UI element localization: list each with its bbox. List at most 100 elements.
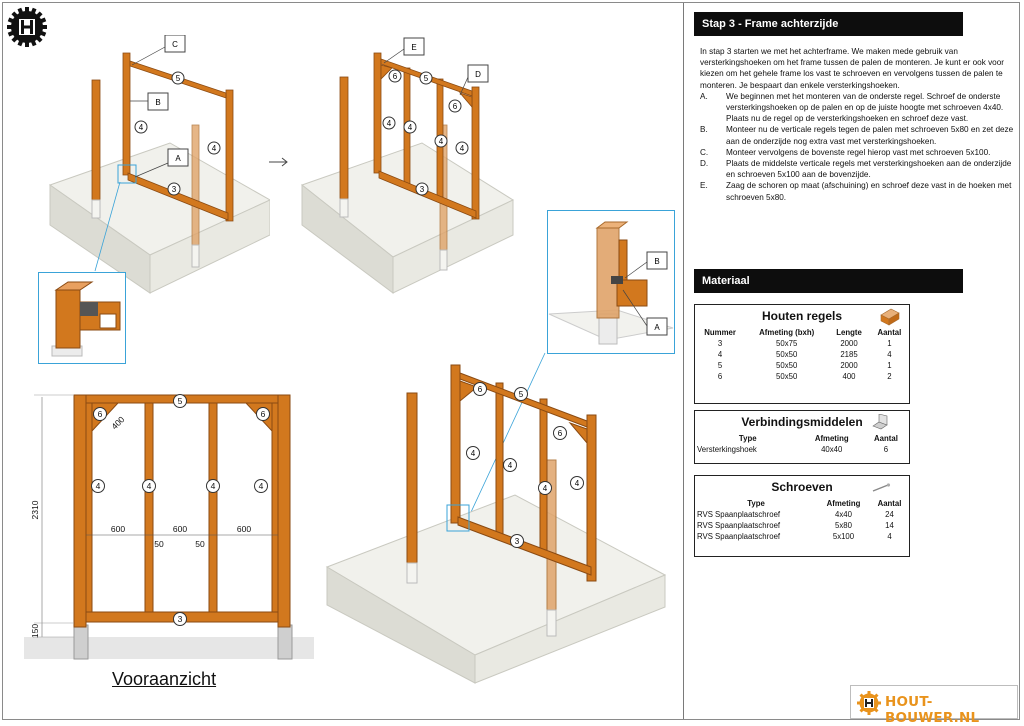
svg-text:4: 4 (460, 144, 465, 153)
part-4: 4 (142, 479, 156, 493)
part-3: 3 (510, 534, 524, 548)
part-4: 4 (538, 481, 552, 495)
label-d: D (459, 64, 489, 96)
part-4: 4 (382, 116, 396, 130)
dim-brace: 400 (109, 414, 126, 431)
svg-text:4: 4 (543, 484, 548, 493)
detail-bracket-a-illustration (38, 272, 126, 364)
svg-text:4: 4 (439, 137, 444, 146)
svg-text:B: B (654, 257, 659, 266)
part-4: 4 (206, 479, 220, 493)
svg-text:6: 6 (393, 72, 398, 81)
label-e: E (383, 37, 425, 64)
intro-text: In stap 3 starten we met het achterframe… (700, 47, 1005, 90)
svg-text:3: 3 (515, 537, 520, 546)
brand-name: HOUT-BOUWER.NL (885, 694, 980, 726)
part-5: 5 (419, 71, 433, 85)
dim-gap: 50 (195, 539, 205, 549)
logo-gear-icon (7, 7, 47, 47)
svg-text:6: 6 (261, 409, 266, 419)
part-4: 4 (403, 120, 417, 134)
assembly-step-1-illustration: C B A 5 4 4 3 (48, 35, 270, 294)
part-4: 4 (254, 479, 268, 493)
assembly-complete-illustration: 6 5 6 4 4 4 4 3 (325, 352, 667, 684)
dim-base: 150 (30, 624, 40, 638)
svg-text:A: A (654, 323, 660, 332)
brand-logo: HOUT-BOUWER.NL (850, 685, 1018, 726)
svg-text:3: 3 (178, 614, 183, 624)
part-4: 4 (434, 134, 448, 148)
bottom-rail (127, 172, 229, 221)
part-4: 4 (207, 141, 221, 155)
brand-gear-icon (857, 691, 881, 715)
angle-bracket-icon (872, 414, 888, 430)
detail-bracket-b-illustration: B A (547, 210, 675, 354)
front-view-drawing: 2310 150 400 600 600 600 50 50 5 6 6 4 4… (24, 394, 314, 660)
step-item: A.We beginnen met het monteren van de on… (700, 91, 1004, 124)
svg-text:4: 4 (212, 144, 217, 153)
part-5: 5 (173, 394, 187, 408)
svg-text:4: 4 (139, 123, 144, 132)
dim-bay: 600 (237, 524, 251, 534)
svg-text:4: 4 (408, 123, 413, 132)
part-6: 6 (553, 426, 567, 440)
step-item: B.Monteer nu de verticale regels tegen d… (700, 125, 1014, 146)
svg-text:5: 5 (519, 390, 524, 399)
dim-bay: 600 (111, 524, 125, 534)
part-5: 5 (171, 71, 185, 85)
instructions: In stap 3 starten we met het achterframe… (700, 46, 1015, 203)
arrow-right-icon (269, 157, 288, 167)
label-a: A (622, 289, 668, 336)
step-title: Stap 3 - Frame achterzijde (694, 12, 963, 36)
part-4: 4 (134, 120, 148, 134)
column-divider (683, 3, 684, 719)
part-6: 6 (93, 407, 107, 421)
svg-text:A: A (175, 154, 181, 163)
part-4: 4 (503, 458, 517, 472)
part-4: 4 (455, 141, 469, 155)
svg-text:4: 4 (96, 481, 101, 491)
svg-text:3: 3 (420, 185, 425, 194)
svg-text:C: C (172, 40, 178, 49)
part-3: 3 (167, 182, 181, 196)
svg-text:5: 5 (176, 74, 181, 83)
step-item: E.Zaag de schoren op maat (afschuining) … (700, 181, 1012, 202)
svg-text:6: 6 (558, 429, 563, 438)
svg-text:4: 4 (471, 449, 476, 458)
part-4: 4 (91, 479, 105, 493)
part-6: 6 (448, 99, 462, 113)
part-3: 3 (173, 612, 187, 626)
svg-text:4: 4 (508, 461, 513, 470)
post-mid (191, 124, 200, 268)
part-6: 6 (473, 382, 487, 396)
step-item: C.Monteer vervolgens de bovenste regel h… (700, 147, 991, 157)
svg-text:6: 6 (453, 102, 458, 111)
svg-text:3: 3 (172, 185, 177, 194)
part-3: 3 (415, 182, 429, 196)
part-4: 4 (570, 476, 584, 490)
screws-title: Schroeven (771, 480, 833, 494)
part-4: 4 (466, 446, 480, 460)
svg-text:4: 4 (211, 481, 216, 491)
svg-text:B: B (155, 98, 160, 107)
wood-parts-title: Houten regels (761, 309, 842, 323)
label-a: A (134, 148, 189, 178)
part-5: 5 (514, 387, 528, 401)
assembly-step-2-illustration: E D 6 5 6 4 4 4 4 3 (300, 37, 515, 294)
part-6: 6 (256, 407, 270, 421)
screw-icon (872, 483, 891, 492)
step-item: D.Plaats de middelste verticale regels m… (700, 159, 1012, 180)
svg-text:4: 4 (575, 479, 580, 488)
svg-text:4: 4 (387, 119, 392, 128)
svg-text:D: D (475, 70, 481, 79)
svg-text:4: 4 (147, 481, 152, 491)
